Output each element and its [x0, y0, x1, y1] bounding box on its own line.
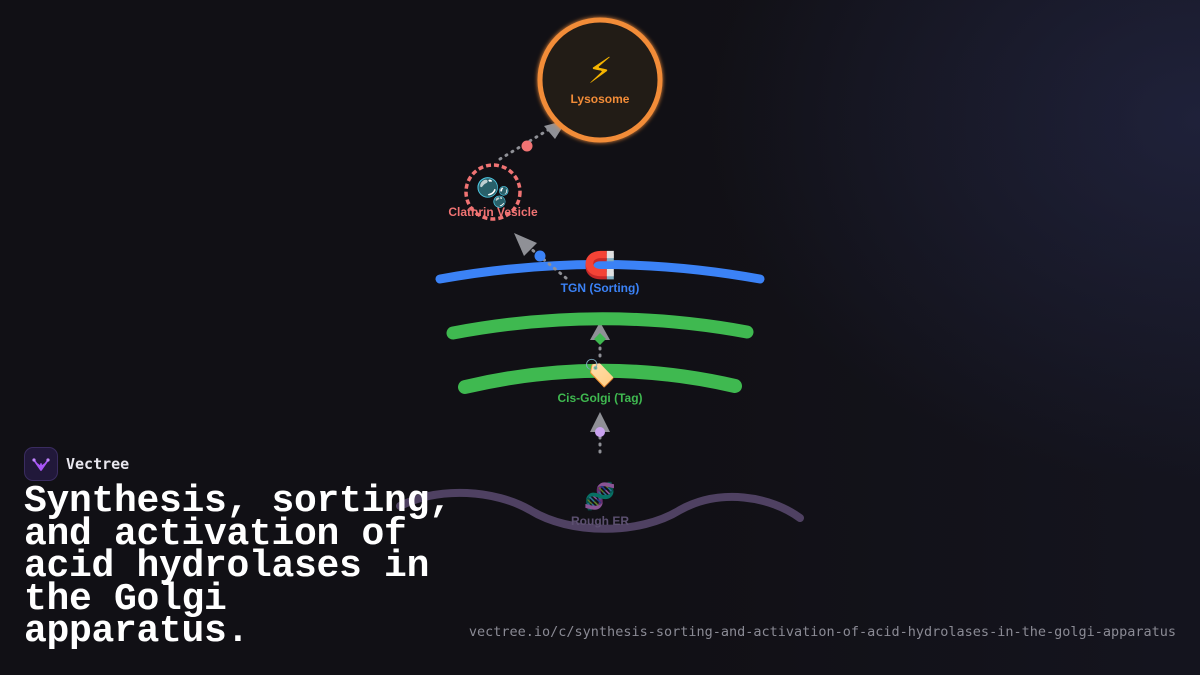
lightning-icon: ⚡: [587, 51, 612, 92]
clathrin-vesicle-label: Clathrin Vesicle: [448, 205, 538, 219]
lysosome-body: [537, 17, 663, 143]
tgn-cargo-particle: [534, 250, 546, 262]
brand-name: Vectree: [66, 455, 130, 473]
brand: Vectree: [24, 447, 129, 481]
er-cargo-particle: [595, 427, 605, 437]
rough-er-membrane: [396, 488, 804, 533]
page-title: Synthesis, sorting, and activation of ac…: [24, 480, 452, 653]
lysosome-label: Lysosome: [571, 92, 630, 106]
vectree-logo-icon: [24, 447, 58, 481]
tgn-label: TGN (Sorting): [561, 281, 640, 295]
cis-to-medial-arrowhead: [590, 322, 610, 340]
tgn-to-vesicle-dotted-path: [528, 246, 568, 280]
cis-golgi-cisterna: [458, 363, 742, 394]
tgn-cisterna: [435, 260, 765, 284]
rough-er-icon: 🧬: [584, 480, 616, 512]
magnet-icon: 🧲: [584, 250, 616, 281]
clathrin-vesicle-coat: [464, 163, 522, 221]
vesicle-cargo-particle: [521, 140, 533, 152]
tgn-to-vesicle-arrowhead: [514, 233, 537, 256]
rough-er-label: Rough ER: [571, 514, 629, 528]
bubbles-icon: 🫧: [476, 176, 511, 209]
cis-golgi-label: Cis-Golgi (Tag): [557, 391, 642, 405]
source-url[interactable]: vectree.io/c/synthesis-sorting-and-activ…: [468, 624, 1176, 640]
er-to-cis-arrowhead: [590, 412, 610, 432]
medial-golgi-cisterna: [446, 312, 754, 340]
cis-cargo-particle: [594, 333, 606, 345]
tag-icon: 🏷️: [584, 358, 616, 389]
